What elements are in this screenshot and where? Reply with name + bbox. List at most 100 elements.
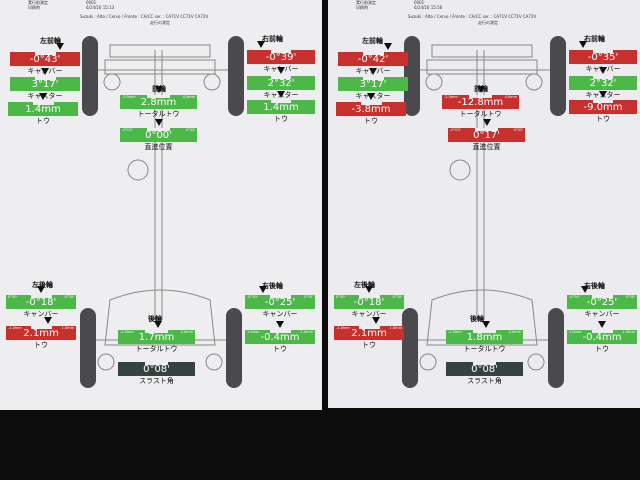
gauge-fl-caster: 3°17' — [10, 68, 80, 91]
gauge-front-total: -2.0mm 4.0mm 2.8mm — [120, 86, 197, 109]
wheel-label-fl: 左前輪 — [362, 37, 383, 45]
gauge-label: 直進位置 — [472, 143, 501, 151]
range-min: -0°30' — [569, 295, 580, 299]
range-max: 1.0mm — [389, 326, 402, 330]
wheel-label-fl: 左前輪 — [40, 37, 61, 45]
gauge-value: 0°08' — [471, 364, 498, 375]
gauge-label: キャンバー — [351, 310, 387, 318]
pointer-arrow-icon — [258, 286, 267, 293]
range-min: 0°30' — [336, 295, 346, 299]
tire-icon — [80, 308, 96, 388]
tolerance-notch — [591, 295, 613, 298]
tire-icon — [404, 36, 420, 116]
gauge-label: トータルトウ — [135, 345, 178, 353]
gauge-value: 3°17' — [31, 79, 59, 90]
pointer-arrow-icon — [384, 43, 393, 50]
vehicle-info: Suzuki : Alto / Cervo / Fronte : CA/CC s… — [408, 14, 537, 19]
tolerance-notch — [592, 76, 614, 79]
gauge-value: -0.4mm — [260, 332, 300, 343]
wheel-label-rl: 左後輪 — [32, 281, 53, 289]
pointer-arrow-icon — [482, 119, 491, 126]
gauge-label: トウ — [595, 345, 609, 353]
range-min: 0°30' — [8, 295, 18, 299]
range-max: 2.0mm — [180, 330, 193, 334]
gauge-rl-toe: -1.0mm 1.0mm 2.1mm — [334, 317, 404, 340]
gauge-label: トウ — [34, 341, 48, 349]
gauge-value: 1.7mm — [138, 332, 175, 343]
tolerance-notch — [358, 326, 380, 329]
tolerance-notch — [468, 95, 493, 98]
tolerance-notch — [146, 95, 171, 98]
pointer-arrow-icon — [41, 68, 49, 75]
tolerance-notch — [270, 50, 292, 53]
pointer-arrow-icon — [599, 91, 607, 98]
range-max: 4.0mm — [182, 95, 195, 99]
range-min: -2.0mm — [444, 95, 458, 99]
gauge-label: トウ — [364, 117, 378, 125]
gauge-rl-toe: -1.0mm 1.0mm 2.1mm — [6, 317, 76, 340]
pointer-arrow-icon — [365, 286, 373, 293]
header-label-2: 印刷時 — [28, 5, 40, 10]
tire-icon — [548, 308, 564, 388]
gauge-value: -0°18' — [353, 297, 385, 308]
gauge-fr-toe: 1.4mm — [247, 91, 315, 114]
range-min: -0°30' — [247, 295, 258, 299]
range-max: 0°03' — [185, 128, 195, 132]
record-id: 0001 — [86, 0, 97, 5]
tolerance-notch — [34, 52, 56, 55]
range-max: -1.0mm — [299, 330, 313, 334]
tire-icon — [402, 308, 418, 388]
range-min: -2.0mm — [120, 330, 134, 334]
tolerance-notch — [591, 330, 613, 333]
pointer-arrow-icon — [276, 321, 284, 328]
gauge-value: 2.8mm — [140, 97, 177, 108]
gauge-value: 2°32' — [589, 78, 617, 89]
tolerance-notch — [358, 295, 380, 298]
range-min: -0°03' — [450, 128, 461, 132]
tolerance-notch — [270, 76, 292, 79]
pointer-arrow-icon — [256, 41, 265, 48]
gauge-fr-caster: 2°32' — [247, 67, 315, 90]
tolerance-notch — [30, 326, 52, 329]
range-max: 2.0mm — [508, 330, 521, 334]
vehicle-info: Suzuki : Alto / Cervo / Fronte : CA/CC s… — [80, 14, 209, 19]
gauge-fr-camber: -0°39' — [247, 41, 315, 64]
pointer-arrow-icon — [154, 119, 163, 126]
gauge-label: キャンバー — [23, 310, 59, 318]
gauge-thrust: 0°08' — [118, 362, 195, 376]
print-datetime: 6/24/16 15:56 — [414, 5, 443, 10]
wheel-label-rl: 左後輪 — [354, 281, 375, 289]
pointer-arrow-icon — [580, 286, 589, 293]
tolerance-notch — [146, 128, 171, 131]
pointer-arrow-icon — [578, 41, 587, 48]
pointer-arrow-icon — [37, 286, 45, 293]
gauge-value: -0°25' — [264, 297, 296, 308]
gauge-label: スラスト角 — [139, 377, 174, 385]
gauge-rr-camber: -0°30' 0°30' -0°25' — [245, 286, 315, 309]
gauge-rl-camber: 0°30' -0°30' -0°18' — [334, 286, 404, 309]
wheel-label-rr: 右後輪 — [584, 282, 605, 290]
tolerance-notch — [34, 77, 56, 80]
pointer-arrow-icon — [277, 91, 285, 98]
report-subtitle: 走行の測定 — [150, 20, 170, 25]
gauge-value: -12.8mm — [457, 97, 504, 108]
pointer-arrow-icon — [369, 68, 377, 75]
gauge-value: 1.4mm — [25, 104, 61, 115]
pointer-arrow-icon — [367, 93, 375, 100]
gauge-fl-caster: 3°17' — [338, 68, 408, 91]
range-min: -2.0mm — [122, 95, 136, 99]
header-label-1: 実行前測定 — [28, 0, 48, 5]
pointer-arrow-icon — [44, 317, 52, 324]
tolerance-notch — [592, 100, 614, 103]
range-max: 1.0mm — [61, 326, 74, 330]
range-max: 4.0mm — [504, 95, 517, 99]
tire-icon — [550, 36, 566, 116]
gauge-steering: -0°03' 0°03' 0°17' — [448, 119, 525, 142]
gauge-rr-camber: -0°30' 0°30' -0°25' — [567, 286, 637, 309]
tolerance-notch — [144, 362, 169, 365]
gauge-label: キャンバー — [584, 310, 620, 318]
gauge-value: 1.4mm — [263, 102, 299, 113]
range-min: -2.0mm — [448, 330, 462, 334]
gauge-value: -0°18' — [25, 297, 57, 308]
pointer-arrow-icon — [154, 321, 163, 328]
